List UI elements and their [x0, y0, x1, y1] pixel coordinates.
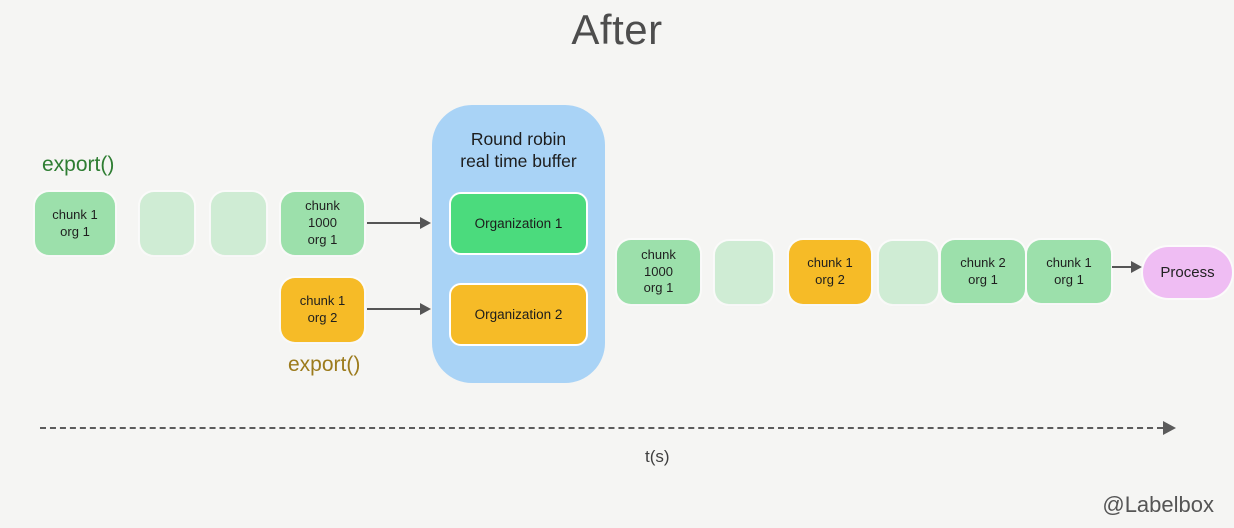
chunk-label: chunk 2 org 1	[960, 254, 1006, 287]
buffer-slot-organization-2: Organization 2	[449, 283, 588, 346]
chunk-box-out-org1-1000: chunk 1000 org 1	[617, 240, 700, 304]
process-node: Process	[1143, 247, 1232, 298]
time-axis-dashed-line	[40, 427, 1163, 429]
chunk-box-empty	[879, 241, 938, 304]
chunk-box-out-org1-1: chunk 1 org 1	[1027, 240, 1111, 303]
process-label: Process	[1160, 264, 1215, 281]
buffer-title: Round robin real time buffer	[460, 129, 577, 171]
chunk-box-out-org2: chunk 1 org 2	[789, 240, 871, 304]
chunk-label: chunk 1 org 1	[1046, 254, 1092, 287]
slot-label: Organization 2	[474, 307, 563, 322]
slot-label: Organization 1	[474, 216, 563, 231]
chunk-label: chunk 1 org 2	[807, 255, 853, 287]
labelbox-credit: @Labelbox	[1102, 492, 1214, 517]
time-axis	[40, 421, 1176, 435]
chunk-label: chunk 1 org 1	[52, 206, 98, 239]
arrow-right-icon	[1112, 261, 1142, 273]
chunk-label: chunk 1 org 2	[299, 293, 346, 325]
diagram-title: After	[571, 6, 663, 53]
chunk-label: chunk 1000 org 1	[641, 246, 676, 296]
arrow-right-icon	[367, 303, 431, 315]
chunk-box-empty	[715, 241, 773, 304]
chunk-box-empty	[211, 192, 266, 255]
chunk-box-org1-first: chunk 1 org 1	[35, 192, 115, 255]
export-org1-label: export()	[42, 153, 115, 176]
time-axis-arrowhead-icon	[1163, 421, 1176, 435]
time-axis-label: t(s)	[645, 447, 670, 466]
chunk-box-org1-1000: chunk 1000 org 1	[281, 192, 364, 255]
chunk-box-empty	[140, 192, 194, 255]
chunk-label: chunk 1000 org 1	[305, 198, 340, 247]
chunk-box-org2: chunk 1 org 2	[281, 278, 364, 342]
chunk-box-out-org1-2: chunk 2 org 1	[941, 240, 1025, 303]
round-robin-buffer: Round robin real time buffer Organizatio…	[432, 105, 605, 383]
buffer-slot-organization-1: Organization 1	[449, 192, 588, 255]
arrow-right-icon	[367, 217, 431, 229]
export-org2-label: export()	[288, 353, 361, 376]
